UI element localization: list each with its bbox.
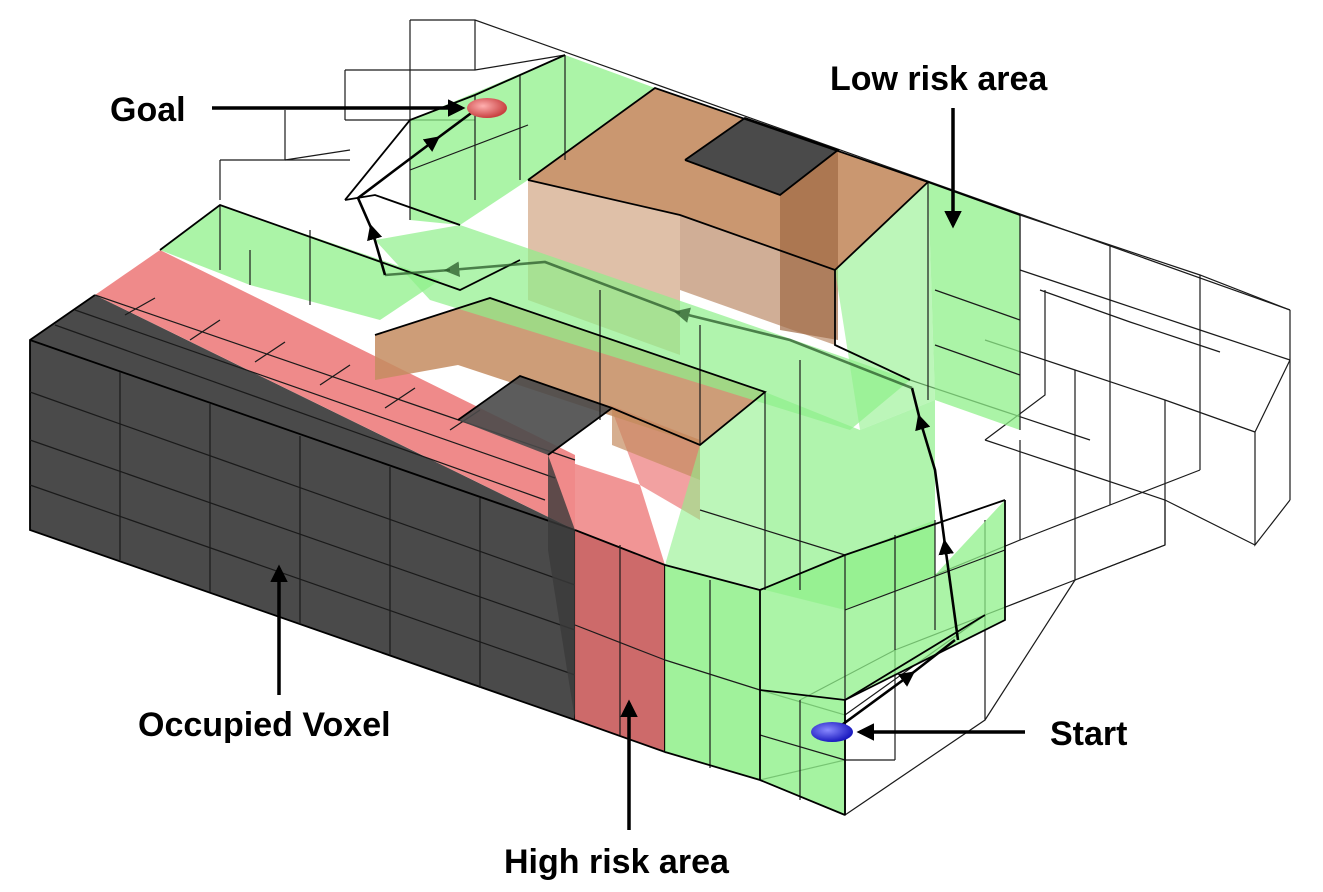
start-marker: [811, 722, 853, 742]
low-risk-label: Low risk area: [830, 60, 1048, 98]
goal-marker: [467, 98, 507, 118]
start-label: Start: [1050, 715, 1127, 753]
occupied-voxel-label: Occupied Voxel: [138, 706, 391, 744]
high-risk-label: High risk area: [504, 843, 730, 881]
goal-label: Goal: [110, 91, 186, 129]
occupied-voxel-block: [29, 250, 576, 722]
label-arrows: [212, 99, 1025, 830]
